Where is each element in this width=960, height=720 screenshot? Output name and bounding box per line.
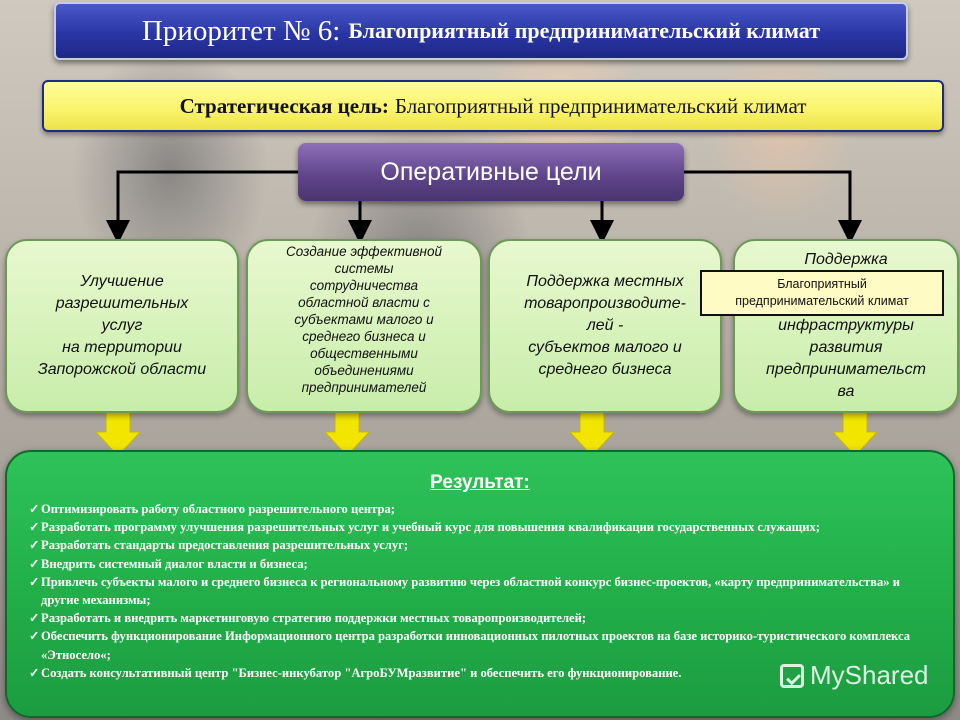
result-item-text: Внедрить системный диалог власти и бизне… [41, 557, 308, 571]
result-item-text: Разработать и внедрить маркетинговую стр… [41, 611, 586, 625]
result-item: ✓Разработать стандарты предоставления ра… [29, 536, 923, 554]
result-item: ✓Оптимизировать работу областного разреш… [29, 500, 923, 518]
goal-4-line: развития [766, 337, 926, 359]
checkmark-icon: ✓ [29, 518, 41, 536]
goal-1-line: Запорожской области [38, 359, 206, 381]
result-item-text: Разработать стандарты предоставления раз… [41, 538, 408, 552]
goal-2-line: предпринимателей [286, 379, 442, 396]
result-item-text: Привлечь субъекты малого и среднего бизн… [41, 575, 900, 607]
goal-3-line: субъектов малого и [524, 337, 686, 359]
result-list: ✓Оптимизировать работу областного разреш… [29, 500, 923, 682]
goal-4-line: ва [766, 381, 926, 403]
result-item: ✓Обеспечить функционирование Информацион… [29, 627, 923, 663]
connector-arrow-1 [118, 172, 298, 232]
checkmark-icon: ✓ [29, 664, 41, 682]
result-item: ✓Разработать и внедрить маркетинговую ст… [29, 609, 923, 627]
result-item: ✓Внедрить системный диалог власти и бизн… [29, 555, 923, 573]
goal-4-line: Поддержка [766, 249, 926, 271]
watermark-logo: MyShared [780, 660, 929, 691]
goal-box-3: Поддержка местных товаропроизводите- лей… [488, 239, 722, 413]
goal-2-line: системы [286, 260, 442, 277]
goal-box-1: Улучшение разрешительных услуг на террит… [5, 239, 239, 413]
checkmark-icon: ✓ [29, 500, 41, 518]
goal-1-line: на территории [38, 337, 206, 359]
operational-goals-header: Оперативные цели [298, 143, 684, 201]
goal-2-line: сотрудничества [286, 277, 442, 294]
goal-1-line: услуг [38, 315, 206, 337]
goal-2-line: среднего бизнеса и [286, 328, 442, 345]
checkmark-icon: ✓ [29, 609, 41, 627]
result-item: ✓Привлечь субъекты малого и среднего биз… [29, 573, 923, 609]
tooltip-line: Благоприятный [735, 276, 909, 293]
hover-tooltip: Благоприятный предпринимательский климат [700, 270, 944, 316]
checkmark-icon: ✓ [29, 555, 41, 573]
goal-2-line: объединениями [286, 362, 442, 379]
result-title: Результат: [7, 472, 953, 494]
goal-4-line: предпринимательст [766, 359, 926, 381]
goal-box-4: Поддержка инфраструктуры развития предпр… [733, 239, 959, 413]
checkmark-icon: ✓ [29, 536, 41, 554]
goal-3-line: лей - [524, 315, 686, 337]
goal-2-line: субъектами малого и [286, 311, 442, 328]
goal-3-line: среднего бизнеса [524, 359, 686, 381]
goal-4-line: инфраструктуры [766, 315, 926, 337]
goal-2-line: областной власти с [286, 294, 442, 311]
goal-1-line: Улучшение [38, 271, 206, 293]
tooltip-line: предпринимательский климат [735, 293, 909, 310]
goal-box-2: Создание эффективной системы сотрудничес… [246, 239, 482, 413]
result-item-text: Обеспечить функционирование Информационн… [41, 629, 910, 661]
result-item-text: Оптимизировать работу областного разреши… [41, 502, 395, 516]
checkmark-icon: ✓ [29, 573, 41, 591]
goal-2-line: Создание эффективной [286, 243, 442, 260]
goal-3-line: товаропроизводите- [524, 293, 686, 315]
connector-arrow-4 [684, 172, 850, 232]
result-item-text: Создать консультативный центр "Бизнес-ин… [41, 666, 681, 680]
check-box-icon [780, 664, 804, 688]
goal-3-line: Поддержка местных [524, 271, 686, 293]
watermark-text: MyShared [810, 660, 929, 691]
checkmark-icon: ✓ [29, 627, 41, 645]
result-item: ✓Разработать программу улучшения разреши… [29, 518, 923, 536]
result-item-text: Разработать программу улучшения разрешит… [41, 520, 820, 534]
goal-2-line: общественными [286, 345, 442, 362]
goal-1-line: разрешительных [38, 293, 206, 315]
